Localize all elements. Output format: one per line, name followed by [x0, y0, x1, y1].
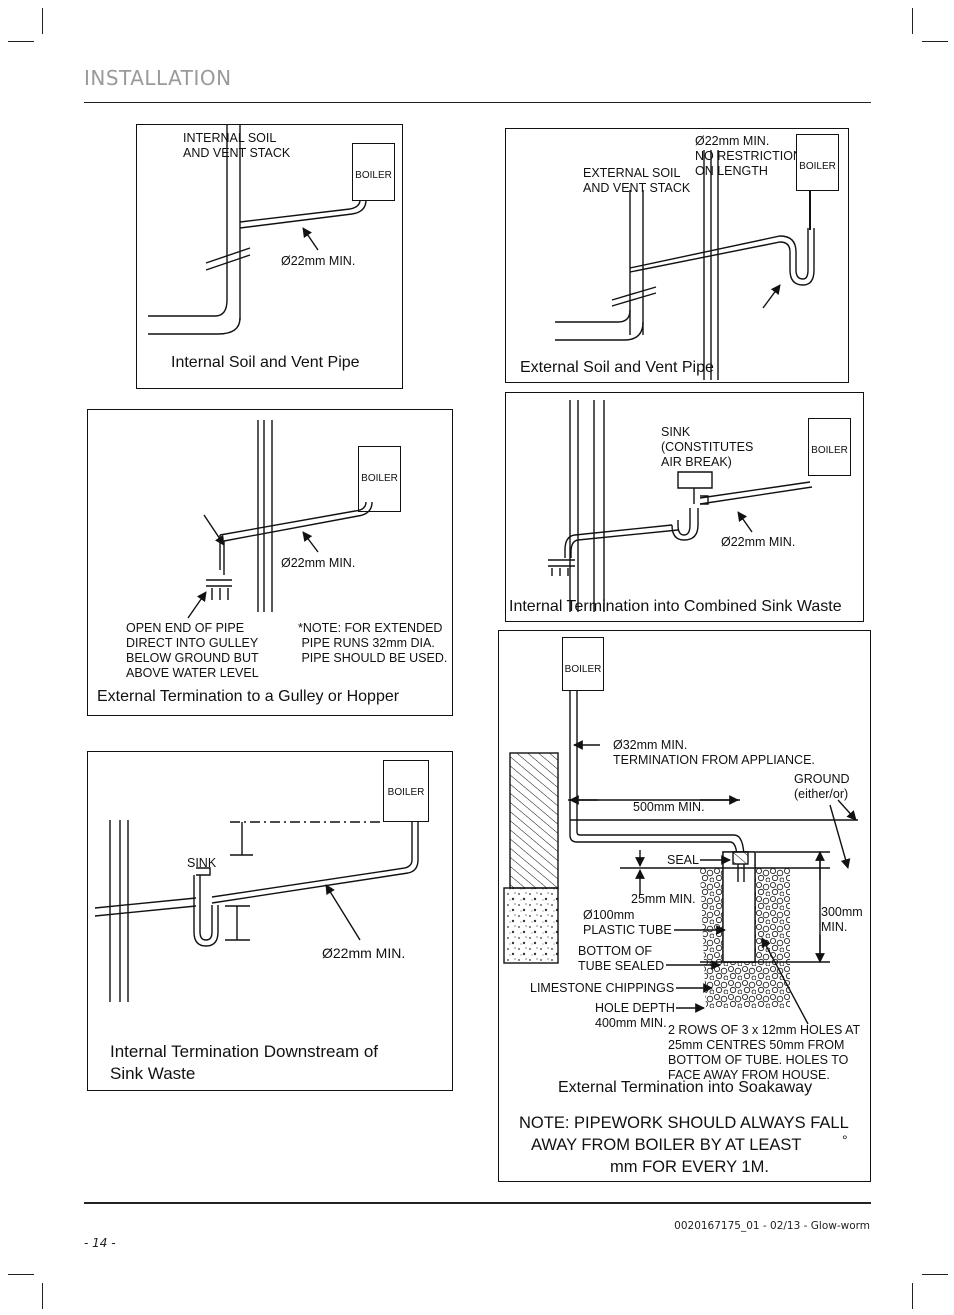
diagram-soakaway [498, 630, 871, 1182]
seal-label: SEAL [667, 853, 699, 867]
crop-mark [912, 8, 913, 34]
crop-mark [8, 1274, 34, 1275]
diagram-sink-waste [505, 392, 864, 622]
pipe-diameter-label: Ø22mm MIN. [322, 945, 406, 961]
page-title: INSTALLATION [84, 66, 232, 90]
crop-mark [42, 1283, 43, 1309]
open-end-label: OPEN END OF PIPE DIRECT INTO GULLEY BELO… [126, 621, 259, 680]
crop-mark [922, 1274, 948, 1275]
diagram-caption: Internal Soil and Vent Pipe [171, 354, 360, 371]
boiler-box: BOILER [383, 760, 429, 822]
page-number: - 14 - [84, 1236, 116, 1250]
diagram-caption: Internal Termination Downstream of Sink … [110, 1042, 379, 1083]
boiler-box: BOILER [562, 637, 604, 691]
min300-label: 300mm MIN. [821, 905, 863, 934]
sink-label: SINK (CONSTITUTES AIR BREAK) [661, 425, 754, 469]
note-label: *NOTE: FOR EXTENDED PIPE RUNS 32mm DIA. … [298, 621, 448, 665]
crop-mark [42, 8, 43, 34]
stack-label: INTERNAL SOIL AND VENT STACK [183, 131, 291, 160]
header-rule [84, 102, 871, 103]
rows-label: 2 ROWS OF 3 x 12mm HOLES AT 25mm CENTRES… [668, 1023, 861, 1082]
boiler-box: BOILER [796, 134, 839, 191]
tube-label: Ø100mm PLASTIC TUBE [583, 908, 672, 937]
pipe-diameter-label: Ø22mm MIN. [721, 535, 796, 549]
diagram-caption: Internal Termination into Combined Sink … [509, 598, 842, 615]
note-line-3: mm FOR EVERY 1M. [610, 1158, 769, 1176]
note-line-1: NOTE: PIPEWORK SHOULD ALWAYS FALL [519, 1114, 849, 1132]
ground-label: GROUND (either/or) [794, 772, 850, 801]
limestone-label: LIMESTONE CHIPPINGS [530, 981, 675, 995]
boiler-box: BOILER [352, 143, 395, 201]
crop-mark [8, 41, 34, 42]
hole-label: HOLE DEPTH 400mm MIN. [595, 1001, 675, 1030]
termination-label: TERMINATION FROM APPLIANCE. [613, 753, 815, 767]
boiler-box: BOILER [358, 446, 401, 512]
diagram-caption: External Termination into Soakaway [558, 1079, 813, 1096]
crop-mark [922, 41, 948, 42]
document-reference: 0020167175_01 - 02/13 - Glow-worm [674, 1220, 870, 1232]
min25-label: 25mm MIN. [631, 892, 696, 906]
degree-symbol: ° [842, 1132, 848, 1148]
note-line-2: AWAY FROM BOILER BY AT LEAST [531, 1136, 802, 1154]
pipe-diameter-label: Ø22mm MIN. [281, 556, 356, 570]
bottom-label: BOTTOM OF TUBE SEALED [578, 944, 665, 973]
pipe-diameter-label: Ø22mm MIN. [281, 254, 356, 268]
dia32-label: Ø32mm MIN. [613, 738, 688, 752]
pipe-diameter-label: Ø22mm MIN. NO RESTRICTION ON LENGTH [695, 134, 802, 178]
diagram-caption: External Soil and Vent Pipe [520, 359, 714, 376]
diagram-caption: External Termination to a Gulley or Hopp… [97, 688, 400, 705]
boiler-box: BOILER [808, 418, 851, 476]
sink-label: SINK [187, 856, 217, 870]
footer-rule [84, 1202, 871, 1204]
crop-mark [912, 1283, 913, 1309]
stack-label: EXTERNAL SOIL AND VENT STACK [583, 166, 691, 195]
min500-label: 500mm MIN. [633, 800, 705, 814]
